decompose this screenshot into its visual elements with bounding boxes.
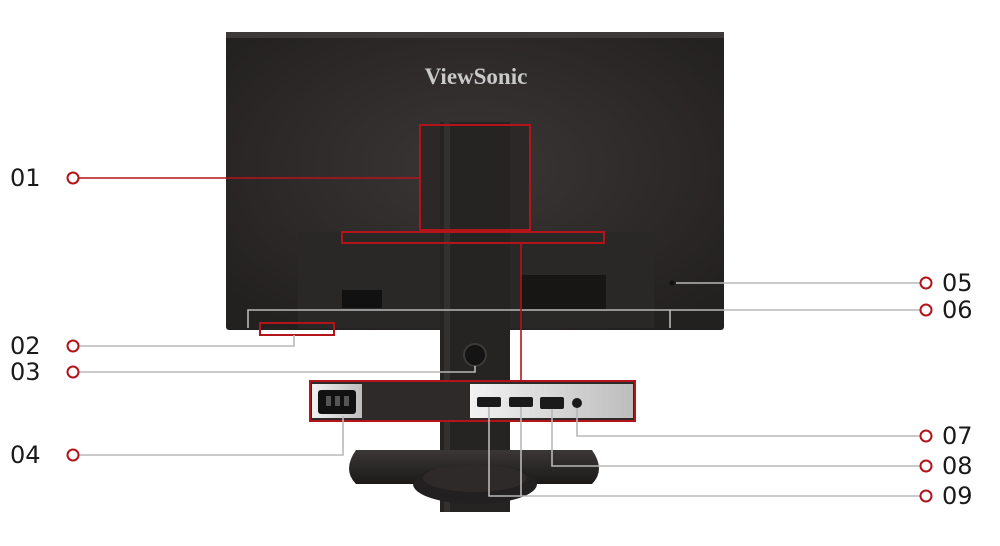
callout-label-04: 04 — [10, 441, 41, 469]
callout-label-06: 06 — [942, 296, 973, 324]
leader-09 — [488, 407, 921, 497]
leader-08 — [551, 409, 921, 467]
leader-06 — [247, 309, 671, 328]
power-pin — [344, 396, 349, 406]
marker-06 — [919, 303, 933, 317]
cable-clip — [463, 343, 487, 367]
highlight-top-cable — [341, 231, 605, 244]
callout-label-05: 05 — [942, 269, 973, 297]
callout-label-03: 03 — [10, 358, 41, 386]
marker-03 — [66, 365, 80, 379]
vent-left — [342, 290, 382, 308]
callout-label-02: 02 — [10, 332, 41, 360]
kensington-lock-slot — [669, 280, 675, 286]
marker-04 — [66, 448, 80, 462]
marker-02 — [66, 339, 80, 353]
leader-04 — [78, 416, 344, 456]
power-pin — [335, 396, 340, 406]
callout-markers — [66, 171, 933, 503]
displayport-port — [540, 397, 564, 409]
hdmi-port — [509, 397, 533, 407]
leader-02 — [78, 335, 295, 347]
callout-label-07: 07 — [942, 422, 973, 450]
leader-07 — [576, 408, 921, 437]
leader-lines — [78, 177, 921, 497]
marker-08 — [919, 459, 933, 473]
vent-right — [520, 275, 606, 309]
callout-label-08: 08 — [942, 452, 973, 480]
marker-07 — [919, 429, 933, 443]
stand-neck-highlight — [444, 122, 450, 512]
highlight-controls — [259, 322, 335, 336]
brand-logo: ViewSonic — [425, 64, 528, 89]
marker-09 — [919, 489, 933, 503]
leader-03 — [78, 366, 476, 373]
stand-pivot-rim — [423, 464, 527, 492]
marker-05 — [919, 276, 933, 290]
highlight-io-strip — [309, 380, 636, 422]
callout-label-09: 09 — [942, 482, 973, 510]
power-pin — [326, 396, 331, 406]
stand-neck — [440, 122, 510, 512]
hdmi-port — [477, 397, 501, 407]
audio-out-port — [572, 398, 582, 408]
marker-01 — [66, 171, 80, 185]
monitor-top-edge — [226, 32, 724, 38]
callout-label-01: 01 — [10, 164, 41, 192]
